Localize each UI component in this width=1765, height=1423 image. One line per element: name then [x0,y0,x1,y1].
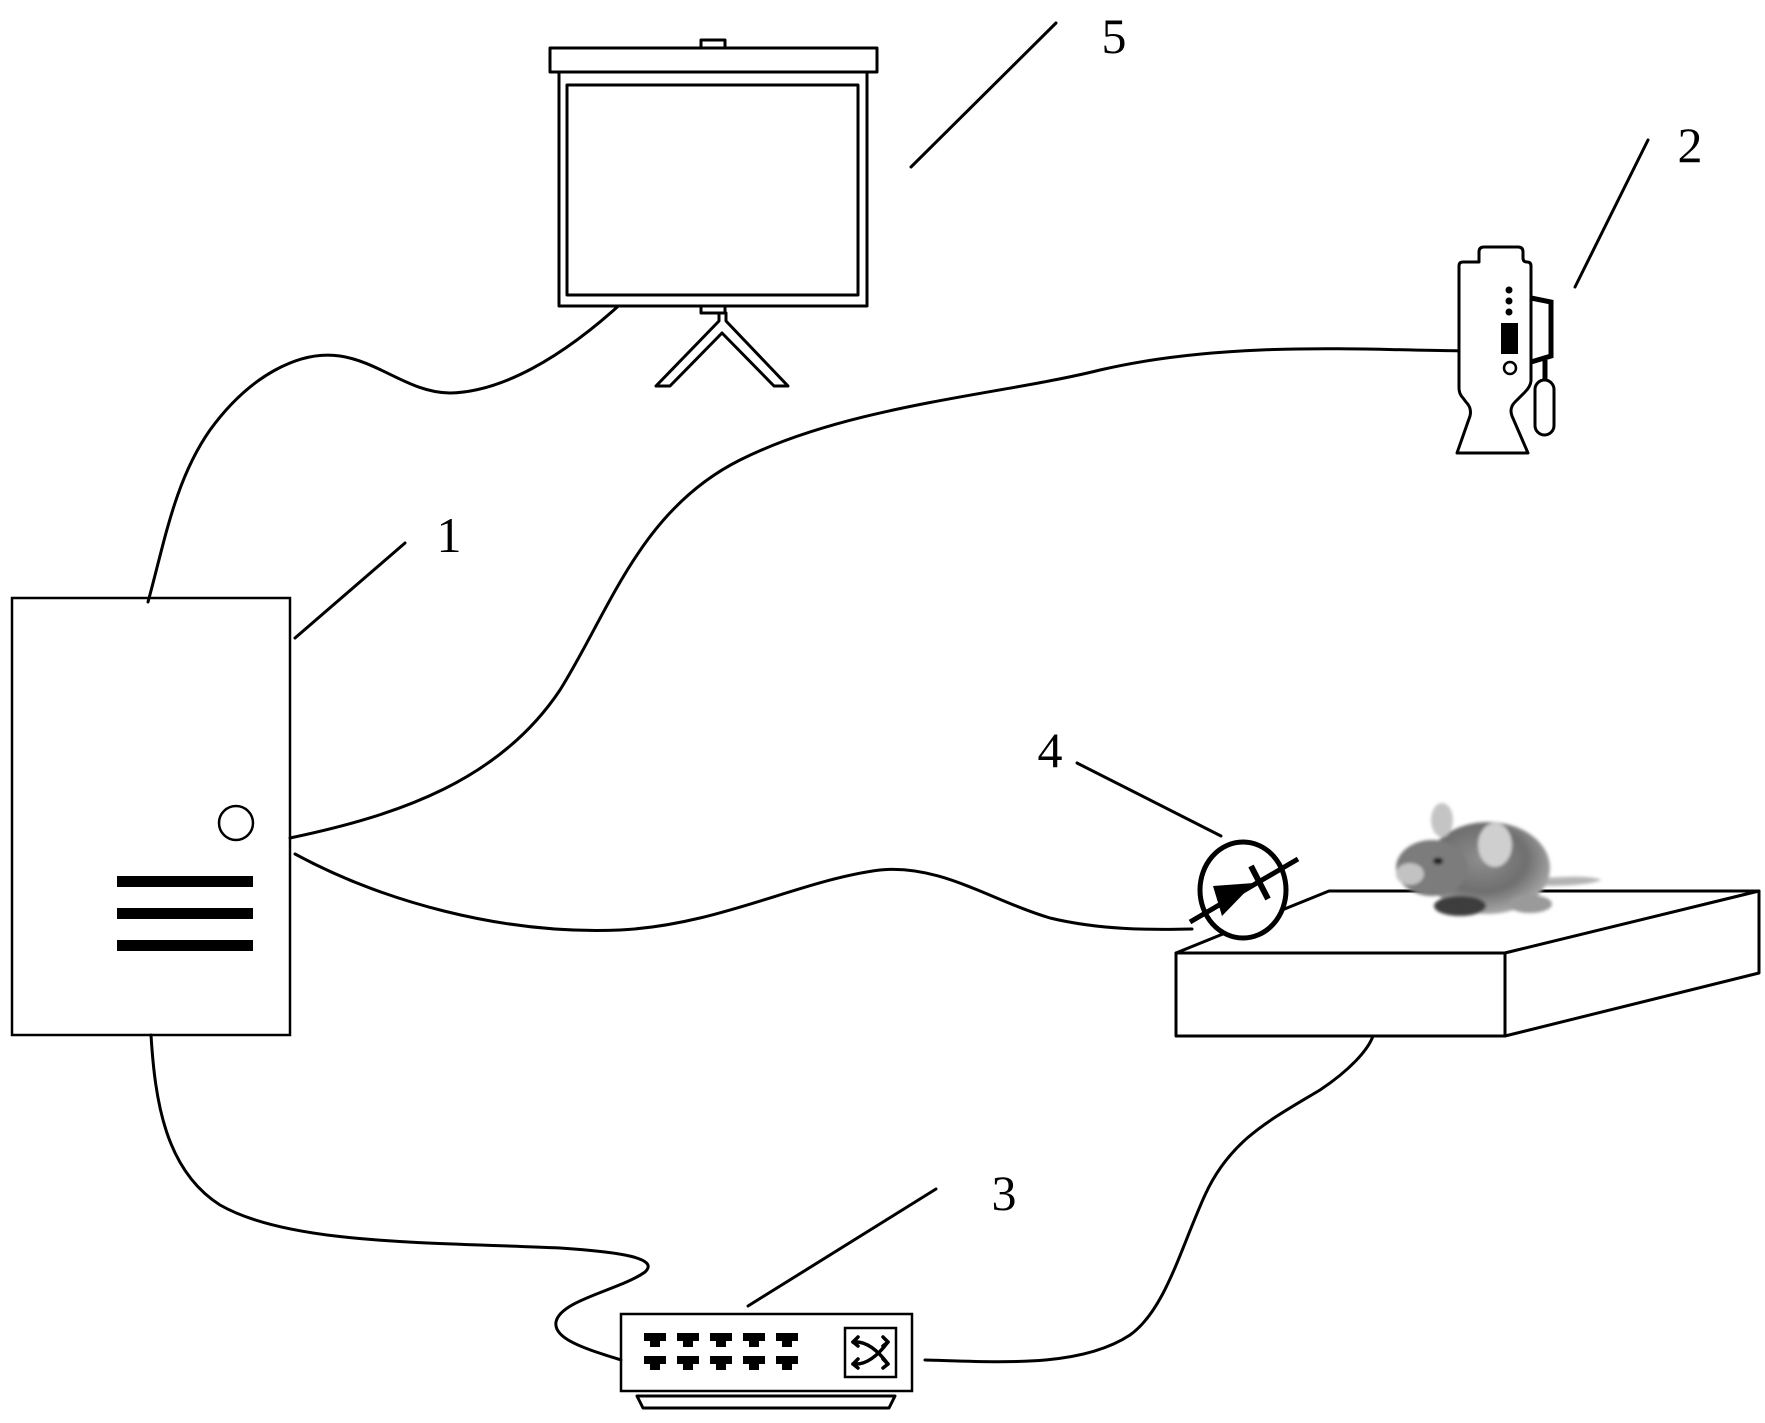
switch-ports [644,1333,798,1370]
label-light-source: 4 [1038,722,1063,778]
camera-body [1455,245,1533,455]
mouse-ear-front [1478,823,1512,867]
camera-bracket [1530,295,1554,365]
platform-front-face [1174,951,1507,1038]
screen-bottom-knob [699,304,727,315]
ethernet-port-icon [710,1356,732,1370]
leader-lines [293,21,1650,1308]
power-button-icon [217,804,255,842]
ethernet-port-icon [710,1333,732,1347]
leader-line-3 [746,1187,938,1308]
camera-port [1501,323,1518,354]
indicator-dot [1505,308,1513,316]
mouse-snout [1396,863,1424,885]
camera [1455,245,1556,455]
cable-switch-to-platform [923,1034,1375,1364]
cable-computer-to-camera [288,347,1505,840]
cables [146,298,1505,1364]
leader-line-4 [1075,761,1223,838]
ethernet-port-icon [776,1333,798,1347]
label-computer: 1 [437,507,462,563]
vent-bar [117,876,253,887]
ethernet-port-icon [644,1356,666,1370]
projector-screen [548,38,879,388]
screen-surface [565,83,860,297]
vent-bar [117,908,253,919]
cable-computer-to-diode [293,852,1194,932]
mouse-eye [1433,857,1443,865]
mouse-front-paws [1434,896,1486,916]
diode-triangle-icon [1213,883,1254,916]
label-camera: 2 [1678,117,1703,173]
camera-handle [1533,378,1556,437]
switch-case [619,1312,914,1393]
mouse-body [1426,822,1550,914]
leader-line-5 [909,21,1058,169]
ethernet-port-icon [743,1333,765,1347]
leader-line-1 [293,541,407,640]
leader-line-2 [1573,138,1650,289]
indicator-dot [1505,297,1513,305]
diode-cathode-bar [1248,864,1271,901]
computer-tower [10,596,292,1037]
screen-roller-housing [548,46,879,74]
cable-computer-to-switch [149,1033,650,1362]
indicator-dot [1505,286,1513,294]
camera-lens-button-icon [1502,360,1518,376]
vent-bar [117,940,253,951]
ethernet-port-icon [677,1356,699,1370]
ethernet-port-icon [677,1333,699,1347]
computer-case [10,596,292,1037]
switch-arrows-icon [851,1335,890,1370]
label-projector-screen: 5 [1102,8,1127,64]
network-switch [619,1312,914,1410]
cable-computer-to-screen [146,298,627,604]
reference-labels: 1 2 3 4 5 [437,8,1703,1221]
mouse-image [1396,803,1602,916]
ethernet-port-icon [776,1356,798,1370]
switch-base [635,1394,897,1410]
ethernet-port-icon [743,1356,765,1370]
tripod-stand [654,311,790,388]
mouse-ear-back [1431,803,1453,837]
mouse-hind-leg [1508,895,1552,913]
light-source-diode [1188,839,1300,941]
switch-icon-box [843,1326,898,1379]
label-switch: 3 [992,1165,1017,1221]
ethernet-port-icon [644,1333,666,1347]
